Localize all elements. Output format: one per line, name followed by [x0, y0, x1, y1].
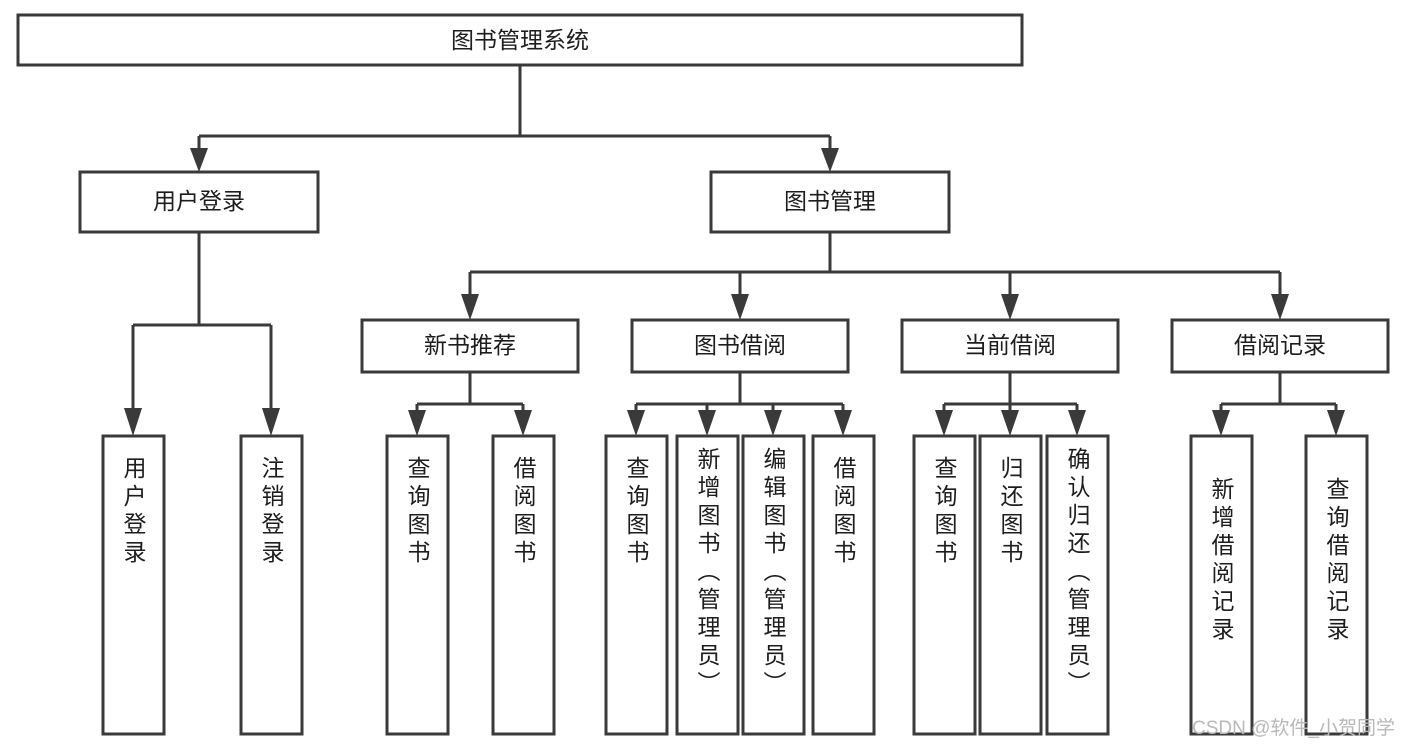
- leaf-borrow-book-1-label: 借阅图书: [510, 456, 537, 568]
- arrow-leaf-query-book-3: [935, 410, 953, 436]
- leaf-add-book-label: 新增图书（管理员）: [694, 447, 721, 699]
- book-management-label: 图书管理: [784, 188, 876, 214]
- node-new-book-recommend[interactable]: 新书推荐: [360, 318, 580, 374]
- leaf-query-book-3-box[interactable]: [912, 434, 977, 736]
- new-book-recommend-box[interactable]: [360, 318, 580, 374]
- arrow-leaf-query-book-2: [627, 410, 645, 436]
- root-label: 图书管理系统: [451, 27, 589, 53]
- arrow-leaf-edit-book: [764, 410, 782, 436]
- leaf-borrow-book-2-box[interactable]: [811, 434, 876, 736]
- arrow-book-management: [821, 148, 839, 172]
- node-leaf-user-login[interactable]: 用户登录: [101, 434, 166, 736]
- node-leaf-add-borrow-record[interactable]: 新增借阅记录: [1189, 434, 1254, 736]
- node-leaf-query-borrow-record[interactable]: 查询借阅记录: [1304, 434, 1369, 736]
- arrow-leaf-query-book-1: [408, 410, 426, 436]
- arrow-user-login: [190, 148, 208, 172]
- arrow-leaf-add-borrow-record: [1212, 410, 1230, 436]
- leaf-query-book-3-label: 查询图书: [931, 456, 958, 568]
- arrow-leaf-borrow-book-1: [514, 410, 532, 436]
- node-leaf-borrow-book-1[interactable]: 借阅图书: [491, 434, 556, 736]
- arrow-leaf-logout-login: [262, 408, 280, 436]
- leaf-logout-login-label: 注销登录: [258, 456, 285, 568]
- node-leaf-borrow-book-2[interactable]: 借阅图书: [811, 434, 876, 736]
- leaf-user-login-box[interactable]: [101, 434, 166, 736]
- current-borrow-label: 当前借阅: [964, 332, 1056, 358]
- arrow-leaf-user-login: [124, 408, 142, 436]
- arrow-leaf-return-book: [1001, 410, 1019, 436]
- leaf-return-book-box[interactable]: [978, 434, 1043, 736]
- node-root[interactable]: 图书管理系统: [16, 13, 1024, 67]
- leaf-query-borrow-record-label: 查询借阅记录: [1323, 477, 1350, 645]
- node-leaf-confirm-return[interactable]: 确认归还（管理员）: [1045, 434, 1110, 736]
- leaf-query-book-2-box[interactable]: [604, 434, 669, 736]
- new-book-recommend-label: 新书推荐: [424, 332, 516, 358]
- leaf-query-book-2-label: 查询图书: [623, 456, 650, 568]
- leaf-query-book-1-label: 查询图书: [404, 456, 431, 568]
- node-borrow-record[interactable]: 借阅记录: [1170, 318, 1390, 374]
- csdn-watermark: CSDN @软件_小贺同学: [1192, 717, 1395, 739]
- leaf-user-login-label: 用户登录: [120, 456, 147, 568]
- leaf-confirm-return-box[interactable]: [1045, 434, 1110, 736]
- leaf-query-borrow-record-box[interactable]: [1304, 434, 1369, 736]
- book-borrow-label: 图书借阅: [694, 332, 786, 358]
- leaf-confirm-return-label: 确认归还（管理员）: [1064, 447, 1091, 699]
- leaf-add-borrow-record-box[interactable]: [1189, 434, 1254, 736]
- node-leaf-query-book-1[interactable]: 查询图书: [385, 434, 450, 736]
- node-book-borrow[interactable]: 图书借阅: [630, 318, 850, 374]
- borrow-record-box[interactable]: [1170, 318, 1390, 374]
- leaf-borrow-book-1-box[interactable]: [491, 434, 556, 736]
- node-current-borrow[interactable]: 当前借阅: [900, 318, 1120, 374]
- arrow-borrow-record: [1271, 294, 1289, 320]
- leaf-logout-login-box[interactable]: [239, 434, 304, 736]
- arrow-new-book-recommend: [461, 294, 479, 320]
- connector-layer: [124, 65, 1345, 436]
- node-user-login[interactable]: 用户登录: [78, 170, 320, 234]
- user-login-box[interactable]: [78, 170, 320, 234]
- arrow-current-borrow: [1001, 294, 1019, 320]
- node-leaf-edit-book[interactable]: 编辑图书（管理员）: [741, 434, 806, 736]
- leaf-add-book-box[interactable]: [675, 434, 740, 736]
- leaf-edit-book-label: 编辑图书（管理员）: [760, 447, 787, 699]
- node-leaf-query-book-3[interactable]: 查询图书: [912, 434, 977, 736]
- leaf-add-borrow-record-label: 新增借阅记录: [1208, 477, 1235, 645]
- borrow-record-label: 借阅记录: [1234, 332, 1326, 358]
- current-borrow-box[interactable]: [900, 318, 1120, 374]
- node-leaf-query-book-2[interactable]: 查询图书: [604, 434, 669, 736]
- arrow-leaf-confirm-return: [1068, 410, 1086, 436]
- leaf-borrow-book-2-label: 借阅图书: [830, 456, 857, 568]
- node-leaf-logout-login[interactable]: 注销登录: [239, 434, 304, 736]
- leaf-edit-book-box[interactable]: [741, 434, 806, 736]
- node-book-management[interactable]: 图书管理: [709, 170, 951, 234]
- root-box[interactable]: [16, 13, 1024, 67]
- arrow-leaf-add-book: [698, 410, 716, 436]
- arrow-leaf-borrow-book-2: [834, 410, 852, 436]
- leaf-query-book-1-box[interactable]: [385, 434, 450, 736]
- user-login-label: 用户登录: [153, 188, 245, 214]
- book-management-box[interactable]: [709, 170, 951, 234]
- node-leaf-return-book[interactable]: 归还图书: [978, 434, 1043, 736]
- node-leaf-add-book[interactable]: 新增图书（管理员）: [675, 434, 740, 736]
- arrow-book-borrow: [731, 294, 749, 320]
- book-borrow-box[interactable]: [630, 318, 850, 374]
- leaf-return-book-label: 归还图书: [997, 456, 1024, 568]
- arrow-leaf-query-borrow-record: [1327, 410, 1345, 436]
